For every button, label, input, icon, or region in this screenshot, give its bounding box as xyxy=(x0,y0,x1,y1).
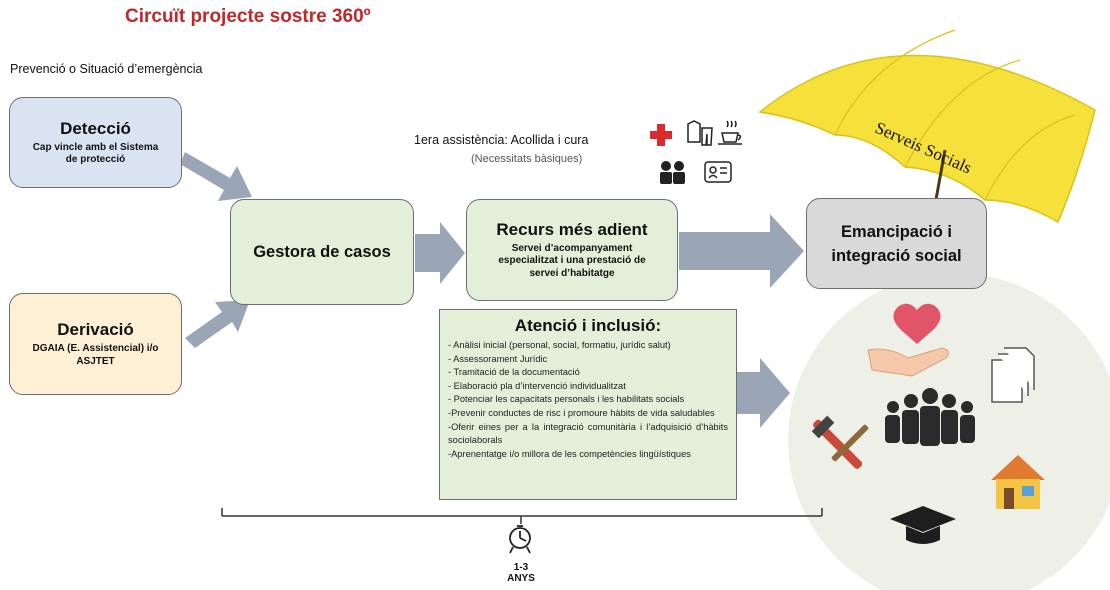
timeline-bracket xyxy=(221,508,823,524)
care-inclusion-box: Atenció i inclusió: - Anàlisi inicial (p… xyxy=(439,309,737,500)
detection-title: Detecció xyxy=(60,118,131,138)
arrow-recurs-to-emancip xyxy=(679,214,804,288)
page-title: Circuït projecte sostre 360º xyxy=(125,6,371,27)
care-inclusion-item: -Prevenir conductes de risc i promoure h… xyxy=(448,407,715,418)
heart-hand-icon xyxy=(867,303,949,377)
id-card-icon xyxy=(704,161,732,183)
detection-subtitle: Cap vincle amb el Sistema de protecció xyxy=(32,141,159,166)
timeline-label: 1-3 ANYS xyxy=(502,562,540,584)
derivation-title: Derivació xyxy=(57,320,134,339)
resource-title: Recurs més adient xyxy=(496,219,648,239)
care-inclusion-item: - Tramitació de la documentació xyxy=(448,367,580,378)
care-inclusion-item: - Anàlisi inicial (personal, social, for… xyxy=(448,340,671,350)
phase-subtitle: Prevenció o Situació d’emergència xyxy=(10,62,203,76)
care-inclusion-item: - Elaboració pla d’intervenció individua… xyxy=(448,380,626,391)
resource-box: Recurs més adient Servei d’acompanyament… xyxy=(466,199,678,301)
first-assistance-title: 1era assistència: Acollida i cura xyxy=(414,133,589,147)
derivation-subtitle: DGAIA (E. Assistencial) i/o ASJTET xyxy=(32,343,159,367)
care-inclusion-title: Atenció i inclusió: xyxy=(514,316,662,335)
first-aid-icon xyxy=(650,124,672,146)
house-icon xyxy=(991,455,1045,509)
timeline-unit: ANYS xyxy=(507,573,535,584)
basic-needs-subtitle: (Necessitats bàsiques) xyxy=(471,153,583,165)
care-inclusion-item: -Oferir eines per a la integració comuni… xyxy=(448,421,728,446)
coffee-cup-icon xyxy=(718,120,742,145)
timeline-value: 1-3 xyxy=(513,562,529,573)
emancipation-title: Emancipació i integració social xyxy=(831,222,962,265)
arrow-atencio-to-outcomes xyxy=(737,358,790,428)
umbrella-icon xyxy=(758,29,1096,224)
resource-subtitle: Servei d’acompanyament especialitzat i u… xyxy=(498,242,646,279)
care-inclusion-item: -Aprenentatge i/o millora de les competè… xyxy=(448,448,691,459)
case-manager-title: Gestora de casos xyxy=(253,243,391,261)
tools-icon xyxy=(811,415,869,469)
arrow-gestora-to-recurs xyxy=(415,222,465,284)
case-manager-box: Gestora de casos xyxy=(230,199,414,305)
arrow-detect-to-gestora xyxy=(180,152,252,201)
group-icon xyxy=(885,388,975,446)
documents-icon xyxy=(991,347,1035,403)
derivation-box: Derivació DGAIA (E. Assistencial) i/o AS… xyxy=(9,293,182,395)
arrow-deriv-to-gestora xyxy=(185,300,250,348)
stopwatch-icon xyxy=(509,525,531,554)
care-inclusion-item: - Assessorament Jurídic xyxy=(448,353,548,364)
detection-box: Detecció Cap vincle amb el Sistema de pr… xyxy=(9,97,182,188)
clothing-icon xyxy=(687,120,713,146)
graduation-cap-icon xyxy=(890,506,956,544)
people-icon xyxy=(660,161,685,184)
emancipation-box: Emancipació i integració social xyxy=(806,198,987,289)
care-inclusion-item: - Potenciar les capacitats personals i l… xyxy=(448,394,685,405)
flow-arrows xyxy=(180,152,804,428)
